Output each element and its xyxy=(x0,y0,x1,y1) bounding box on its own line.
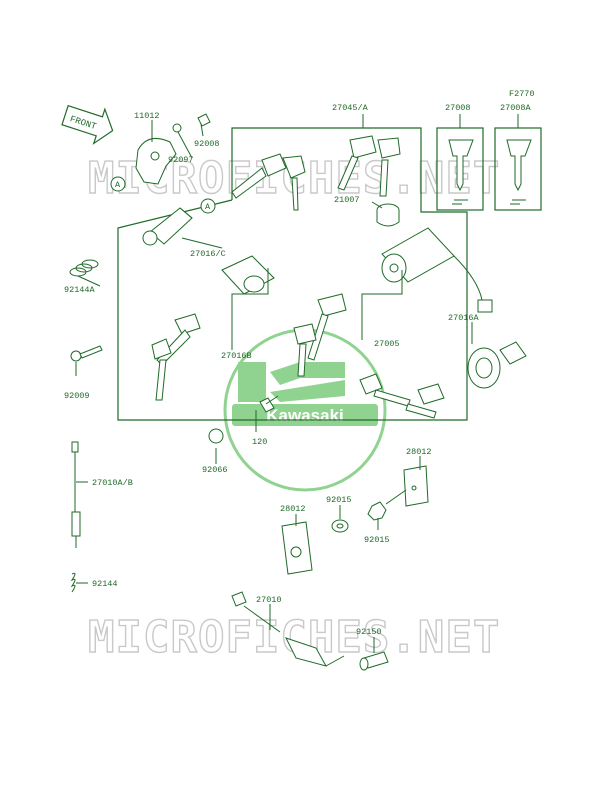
svg-text:A: A xyxy=(205,202,211,212)
watermark-bottom: MICROFICHES.NET xyxy=(88,612,500,663)
label-28012-bottom: 28012 xyxy=(280,504,306,514)
label-92144a: 92144A xyxy=(64,285,96,295)
switch-27010ab xyxy=(71,441,81,548)
label-92015-right: 92015 xyxy=(364,535,390,545)
label-92066: 92066 xyxy=(202,465,228,475)
label-27016a: 27016A xyxy=(448,313,480,323)
spring-92144a xyxy=(69,259,99,277)
screw-92009 xyxy=(70,345,103,362)
cap-21007 xyxy=(376,203,400,227)
bracket-11012 xyxy=(135,113,211,185)
label-92009: 92009 xyxy=(64,391,90,401)
seat-lock-27016b xyxy=(221,255,275,295)
spring-92144 xyxy=(70,572,76,593)
label-92144: 92144 xyxy=(92,579,118,589)
washer-92066 xyxy=(208,428,224,444)
assembly-frame xyxy=(117,127,468,421)
label-27045a: 27045/A xyxy=(332,103,369,113)
svg-text:A: A xyxy=(115,180,121,190)
label-92097: 92097 xyxy=(168,155,194,165)
label-27005: 27005 xyxy=(374,339,400,349)
ignition-switch-27005 xyxy=(381,227,493,313)
label-92008: 92008 xyxy=(194,139,220,149)
bolt-120 xyxy=(259,395,279,413)
lock-27016a xyxy=(467,341,527,389)
plate-28012-bottom xyxy=(281,521,313,575)
keys-lower-right xyxy=(359,373,445,419)
keys-27005 xyxy=(293,293,347,377)
label-92015-left: 92015 xyxy=(326,495,352,505)
switch-27010 xyxy=(231,591,345,667)
front-arrow-icon: FRONT xyxy=(61,104,114,145)
leader-lines xyxy=(75,114,519,653)
keys-27016b xyxy=(151,313,201,401)
label-27010: 27010 xyxy=(256,595,282,605)
plate-28012-top xyxy=(403,465,429,507)
label-120: 120 xyxy=(252,437,267,447)
kawasaki-logo-text: Kawasaki xyxy=(266,406,344,425)
label-27008a: 27008A xyxy=(500,103,532,113)
key-blank-27008 xyxy=(448,139,474,205)
label-11012: 11012 xyxy=(134,111,160,121)
label-27008: 27008 xyxy=(445,103,471,113)
figure-code: F2770 xyxy=(509,89,535,99)
nut-92015-right xyxy=(367,489,407,521)
label-21007: 21007 xyxy=(334,195,360,205)
callout-a-left: A xyxy=(110,176,126,192)
key-27045 xyxy=(231,135,401,211)
label-28012-top: 28012 xyxy=(406,447,432,457)
bolt-92150 xyxy=(359,651,389,671)
label-92150: 92150 xyxy=(356,627,382,637)
key-blank-27008a xyxy=(506,139,532,205)
lock-cylinder-27016c xyxy=(142,207,193,246)
nut-92015-left xyxy=(331,519,349,533)
label-27016c: 27016/C xyxy=(190,249,226,259)
label-27016b: 27016B xyxy=(221,351,252,361)
label-27010ab: 27010A/B xyxy=(92,478,133,488)
callout-a-right: A xyxy=(200,198,216,214)
